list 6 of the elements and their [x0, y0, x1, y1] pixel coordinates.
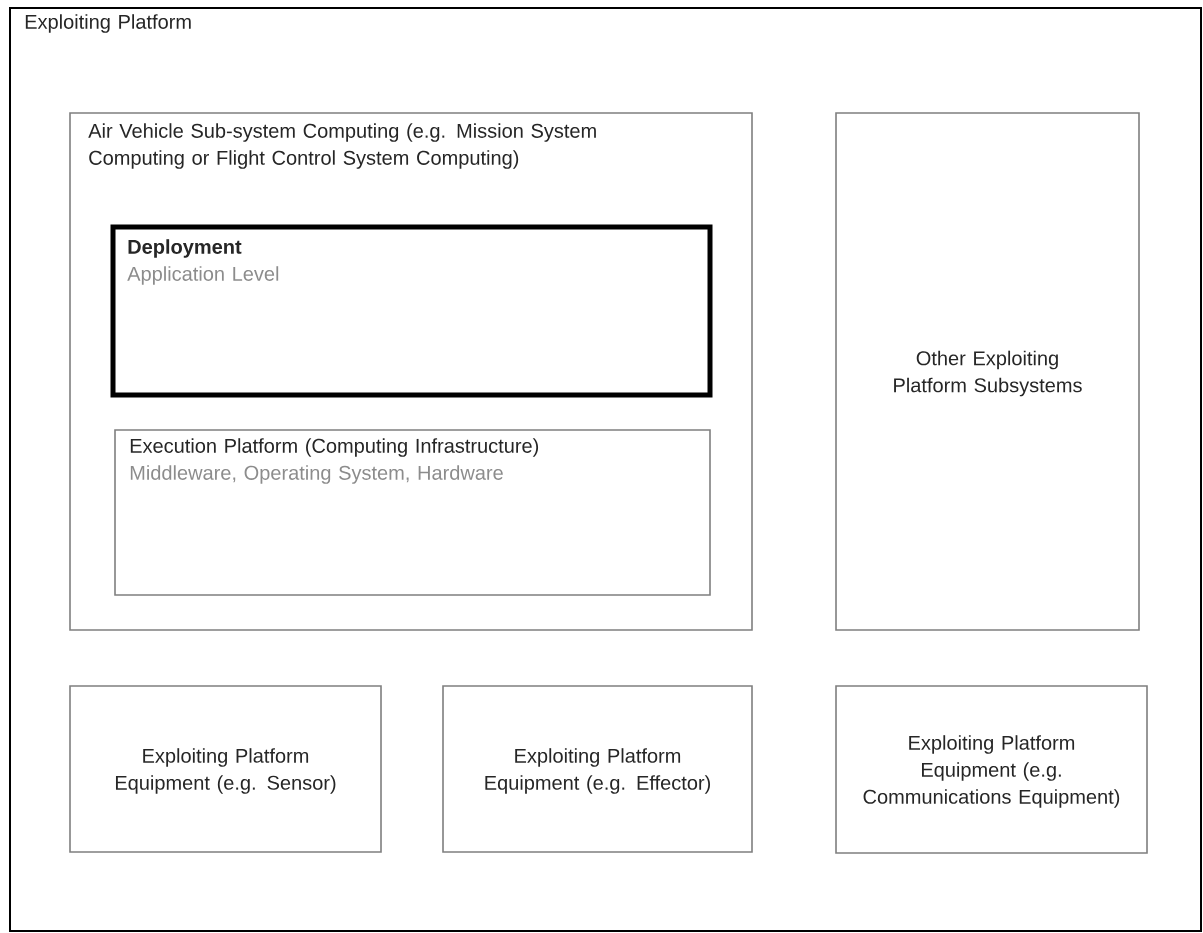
- equipment-box: Exploiting Platform Equipment (e.g. Sensor): [69, 685, 382, 853]
- equipment-box: Exploiting Platform Equipment (e.g. Effector): [442, 685, 753, 853]
- equipment-box: Exploiting Platform Equipment (e.g. Communications Equipment): [835, 685, 1148, 854]
- subsystem-box: Other Exploiting Platform Subsystems: [835, 112, 1140, 631]
- deployment-box: Deployment Application Level: [110, 224, 713, 398]
- platform-box: Execution Platform (Computing Infrastructure) Middleware, Operating System, Hardware: [114, 429, 711, 596]
